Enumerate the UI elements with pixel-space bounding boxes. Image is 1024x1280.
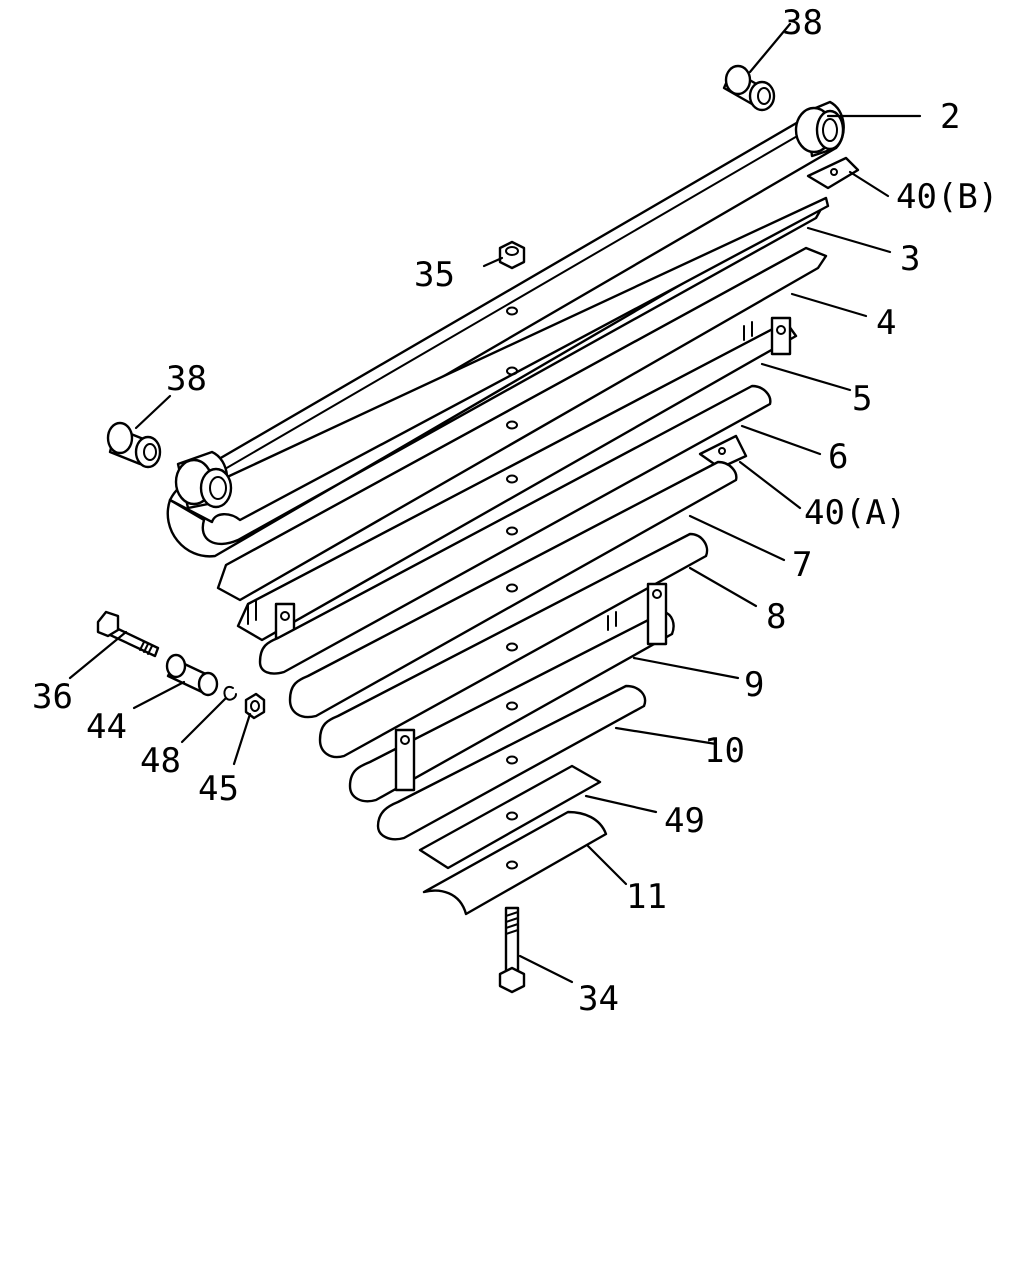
- callout-9: 9: [744, 665, 764, 705]
- part-49-shim: [418, 764, 602, 870]
- part-45-nut: [244, 692, 266, 720]
- callout-36: 36: [32, 677, 73, 717]
- center-holes: [506, 306, 518, 870]
- callout-11: 11: [626, 877, 667, 917]
- callout-44: 44: [86, 707, 127, 747]
- callout-4: 4: [876, 303, 896, 343]
- part-9-leaf-with-clips: [348, 582, 675, 803]
- callout-35: 35: [414, 255, 455, 295]
- callout-8: 8: [766, 597, 786, 637]
- part-44-collar: [165, 653, 219, 697]
- callout-3: 3: [900, 239, 920, 279]
- callout-7: 7: [792, 545, 812, 585]
- callout-48: 48: [140, 741, 181, 781]
- callout-labels: 38 2 40(B) 35 3 4 38 5 6 40(A) 7 8 9 36 …: [32, 3, 998, 1019]
- callout-49: 49: [664, 801, 705, 841]
- part-36-bolt: [96, 610, 160, 658]
- part-8-leaf: [318, 532, 709, 759]
- part-38-bushing-left: [106, 421, 162, 469]
- part-38-bushing-top: [722, 64, 776, 112]
- callout-34: 34: [578, 979, 619, 1019]
- leader-lines: [68, 22, 922, 984]
- part-4-leaf: [216, 246, 828, 602]
- callout-5: 5: [852, 379, 872, 419]
- main-leaf-rear-eye: [174, 450, 233, 510]
- part-34-center-bolt: [498, 906, 526, 994]
- part-40b-shim: [806, 156, 860, 190]
- callout-38-left: 38: [166, 359, 207, 399]
- part-35-nut: [498, 240, 526, 270]
- part-7-leaf: [288, 460, 738, 719]
- part-6-leaf: [258, 384, 772, 675]
- callout-6: 6: [828, 437, 848, 477]
- main-leaf-front-eye: [794, 100, 845, 158]
- callout-40b: 40(B): [896, 177, 998, 217]
- callout-2: 2: [940, 97, 960, 137]
- callout-38-top: 38: [782, 3, 823, 43]
- callout-40a: 40(A): [804, 493, 906, 533]
- callout-10: 10: [704, 731, 745, 771]
- callout-45: 45: [198, 769, 239, 809]
